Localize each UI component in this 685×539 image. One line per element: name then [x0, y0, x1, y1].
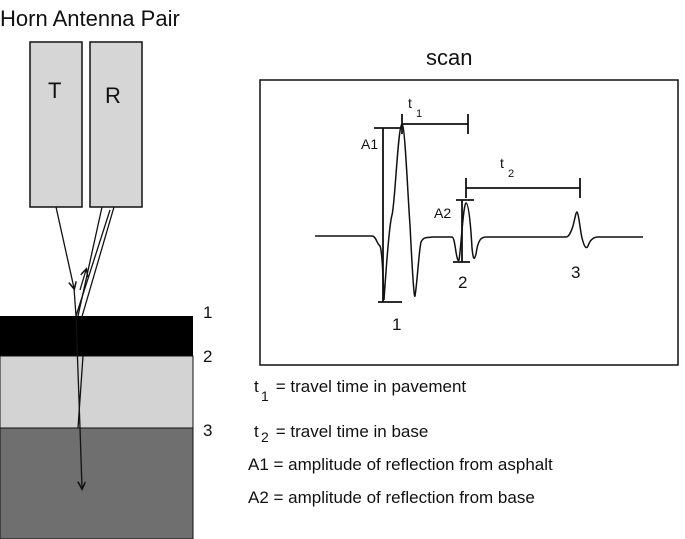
- incident-ray-lower: [73, 287, 77, 317]
- transmitted-ray-lower: [80, 427, 82, 488]
- receiver-antenna: [89, 41, 143, 208]
- horn-antenna-pair: T R: [29, 41, 143, 208]
- legend-a1: A1 = amplitude of reflection from asphal…: [248, 455, 553, 474]
- reflected-ray-2: [77, 206, 103, 317]
- interface-label-1: 1: [203, 303, 212, 322]
- base-reflected-ray: [77, 355, 84, 429]
- scan-waveform: [315, 123, 643, 301]
- legend-a2: A2 = amplitude of reflection from base: [248, 488, 535, 507]
- reflected-arrow: [79, 270, 86, 291]
- base-layer: [0, 355, 194, 429]
- diagram-title: Horn Antenna Pair: [0, 6, 180, 31]
- pavement-layers: 1 2 3: [0, 303, 212, 539]
- transmitter-antenna: [29, 41, 83, 208]
- receiver-label: R: [105, 83, 121, 108]
- interface-label-3: 3: [203, 421, 212, 440]
- interface-label-2: 2: [203, 347, 212, 366]
- peak-label-2: 2: [458, 273, 467, 292]
- scan-t1-label: t1: [408, 95, 422, 120]
- t2-interval-marker: [465, 178, 581, 198]
- a1-label: A1: [361, 136, 378, 152]
- scan-title: scan: [426, 45, 472, 70]
- scan-frame: [259, 79, 679, 366]
- a1-amplitude-marker: [374, 127, 402, 303]
- scan-panel: scan A1 t1 A2: [259, 45, 679, 366]
- peak-label-3: 3: [571, 263, 580, 282]
- scan-t2-label: t2: [500, 155, 514, 180]
- peak-label-1: 1: [392, 315, 401, 334]
- ray-paths: [55, 206, 115, 488]
- a2-label: A2: [434, 205, 451, 221]
- reflected-ray-3: [80, 206, 115, 321]
- subgrade-layer: [0, 427, 194, 539]
- incident-ray: [55, 206, 74, 288]
- a2-amplitude-marker: [453, 199, 474, 263]
- t1-interval-marker: [401, 114, 469, 134]
- transmitter-label: T: [48, 78, 61, 103]
- asphalt-layer: [0, 316, 193, 356]
